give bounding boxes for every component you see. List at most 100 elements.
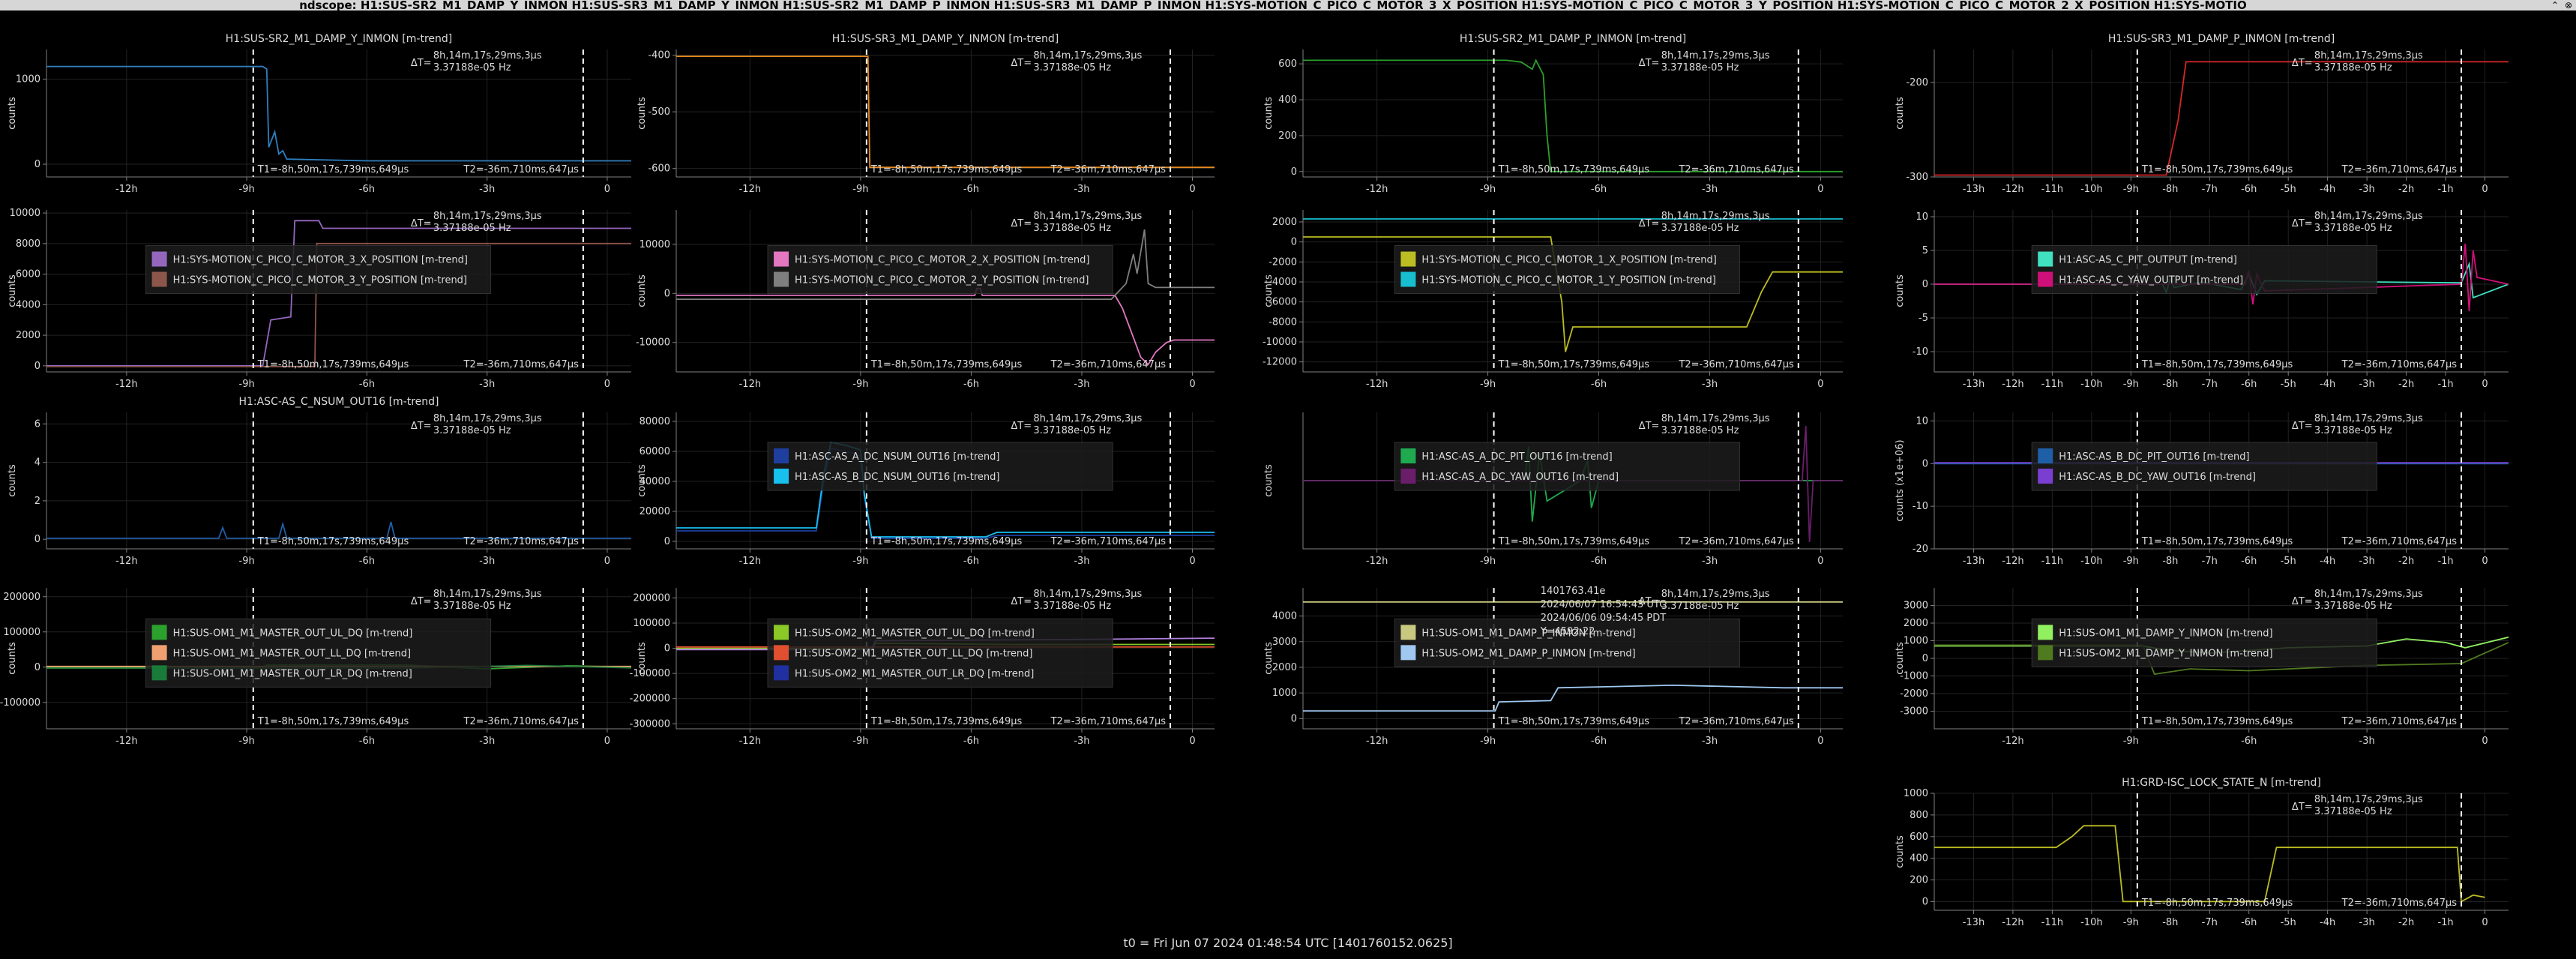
t2-cursor-label: T2=-36m,710ms,647µs [1050, 164, 1167, 175]
x-tick-label: -5h [2281, 917, 2296, 928]
tooltip-line: 2024/06/07 16:54:43 UTC [1541, 599, 1666, 610]
legend-label: H1:ASC-AS_C_PIT_OUTPUT [m-trend] [2059, 255, 2237, 266]
legend[interactable]: H1:SYS-MOTION_C_PICO_C_MOTOR_2_X_POSITIO… [767, 245, 1113, 295]
delta-label: ΔT= [2292, 802, 2313, 813]
legend-label: H1:SUS-OM1_M1_MASTER_OUT_LL_DQ [m-trend] [173, 648, 411, 659]
legend-box [2031, 245, 2377, 295]
delta-label: ΔT= [411, 218, 432, 229]
delta-label: ΔT= [1639, 421, 1660, 432]
plot-panel-p14[interactable]: -13h-12h-11h-10h-9h-8h-7h-6h-5h-4h-3h-2h… [1895, 33, 2509, 195]
delta-time: 8h,14m,17s,29ms,3µs [1033, 50, 1142, 61]
y-tick-label: 10 [1916, 415, 1928, 427]
x-tick-label: -9h [2123, 184, 2139, 195]
y-tick-label: 0 [1922, 279, 1928, 290]
x-tick-label: -9h [1480, 184, 1496, 195]
x-tick-label: -12h [2002, 556, 2023, 567]
y-tick-label: 2000 [1272, 217, 1297, 228]
legend[interactable]: H1:SUS-OM1_M1_DAMP_P_INMON [m-trend]H1:S… [1394, 618, 1740, 667]
delta-label: ΔT= [411, 421, 432, 432]
y-tick-label: 0 [1922, 458, 1928, 469]
delta-time: 8h,14m,17s,29ms,3µs [433, 589, 542, 600]
legend[interactable]: H1:SYS-MOTION_C_PICO_C_MOTOR_1_X_POSITIO… [1394, 245, 1740, 295]
y-tick-label: 3000 [1904, 601, 1928, 612]
delta-label: ΔT= [411, 58, 432, 69]
y-tick-label: 200000 [633, 592, 670, 604]
y-tick-label: -100000 [0, 697, 40, 709]
legend[interactable]: H1:ASC-AS_C_PIT_OUTPUT [m-trend]H1:ASC-A… [2031, 245, 2377, 295]
x-tick-label: 0 [2482, 917, 2488, 928]
legend-swatch [151, 665, 167, 681]
x-tick-label: -6h [1591, 556, 1607, 567]
legend-label: H1:SUS-OM2_M1_MASTER_OUT_LR_DQ [m-trend] [795, 668, 1034, 679]
legend[interactable]: H1:ASC-AS_B_DC_PIT_OUT16 [m-trend]H1:ASC… [2031, 442, 2377, 491]
series-group [46, 65, 631, 162]
x-tick-label: -7h [2202, 379, 2218, 390]
x-tick-label: 0 [2482, 379, 2488, 390]
legend-swatch [774, 448, 789, 464]
y-tick-label: 200 [1278, 130, 1297, 142]
y-axis-label: counts [637, 464, 648, 497]
legend[interactable]: H1:SYS-MOTION_C_PICO_C_MOTOR_3_X_POSITIO… [145, 245, 492, 295]
legend[interactable]: H1:ASC-AS_A_DC_PIT_OUT16 [m-trend]H1:ASC… [1394, 442, 1740, 491]
legend[interactable]: H1:SUS-OM2_M1_MASTER_OUT_UL_DQ [m-trend]… [767, 618, 1113, 688]
x-tick-label: -12h [1366, 736, 1388, 747]
x-tick-label: -2h [2398, 379, 2414, 390]
legend[interactable]: H1:SUS-OM1_M1_MASTER_OUT_UL_DQ [m-trend]… [145, 618, 492, 688]
y-tick-label: 800 [1910, 810, 1928, 821]
delta-time: 8h,14m,17s,29ms,3µs [433, 413, 542, 424]
legend[interactable]: H1:ASC-AS_A_DC_NSUM_OUT16 [m-trend]H1:AS… [767, 442, 1113, 491]
plot-panel-p34[interactable]: -13h-12h-11h-10h-9h-8h-7h-6h-5h-4h-3h-2h… [1895, 412, 2509, 567]
y-tick-label: 0 [1291, 166, 1297, 178]
delta-freq: 3.37188e-05 Hz [1033, 425, 1111, 436]
x-tick-label: -9h [852, 556, 868, 567]
delta-time: 8h,14m,17s,29ms,3µs [1661, 589, 1770, 600]
x-tick-label: -3h [1702, 556, 1718, 567]
y-tick-label: 10000 [640, 239, 670, 250]
x-tick-label: -6h [359, 379, 375, 390]
plot-panel-p24[interactable]: -13h-12h-11h-10h-9h-8h-7h-6h-5h-4h-3h-2h… [1895, 210, 2509, 390]
y-axis-label: counts [7, 464, 18, 497]
x-tick-label: -4h [2320, 379, 2335, 390]
y-tick-label: 10 [1916, 211, 1928, 223]
x-tick-label: -6h [963, 556, 979, 567]
x-tick-label: -6h [2241, 379, 2257, 390]
series-line-1 [676, 229, 1215, 300]
plot-panel-p54[interactable]: -13h-12h-11h-10h-9h-8h-7h-6h-5h-4h-3h-2h… [1895, 777, 2509, 928]
x-tick-label: -9h [2123, 379, 2139, 390]
legend-label: H1:SUS-OM2_M1_DAMP_P_INMON [m-trend] [1421, 648, 1635, 659]
legend-swatch [2038, 645, 2053, 661]
x-tick-label: -3h [1074, 379, 1089, 390]
series-line-0 [46, 65, 631, 162]
x-tick-label: -12h [115, 379, 137, 390]
x-tick-label: -12h [739, 184, 761, 195]
window-titlebar[interactable]: ndscope: H1:SUS-SR2_M1_DAMP_Y_INMON H1:S… [0, 0, 2576, 10]
series-group [676, 55, 1215, 169]
y-axis-label: counts [1263, 274, 1275, 307]
minimize-button[interactable]: ⌃ [2551, 0, 2560, 10]
legend-box [2031, 618, 2377, 667]
y-tick-label: -200 [1906, 77, 1928, 88]
delta-label: ΔT= [1011, 596, 1032, 607]
delta-label: ΔT= [1639, 218, 1660, 229]
t2-cursor-label: T2=-36m,710ms,647µs [1050, 716, 1167, 727]
legend-label: H1:SYS-MOTION_C_PICO_C_MOTOR_2_X_POSITIO… [795, 255, 1089, 266]
x-tick-label: -4h [2320, 556, 2335, 567]
x-tick-label: -9h [852, 184, 868, 195]
legend[interactable]: H1:SUS-OM1_M1_DAMP_Y_INMON [m-trend]H1:S… [2031, 618, 2377, 667]
close-button[interactable]: ⊗ [2564, 0, 2573, 10]
x-tick-label: -9h [2123, 736, 2139, 747]
